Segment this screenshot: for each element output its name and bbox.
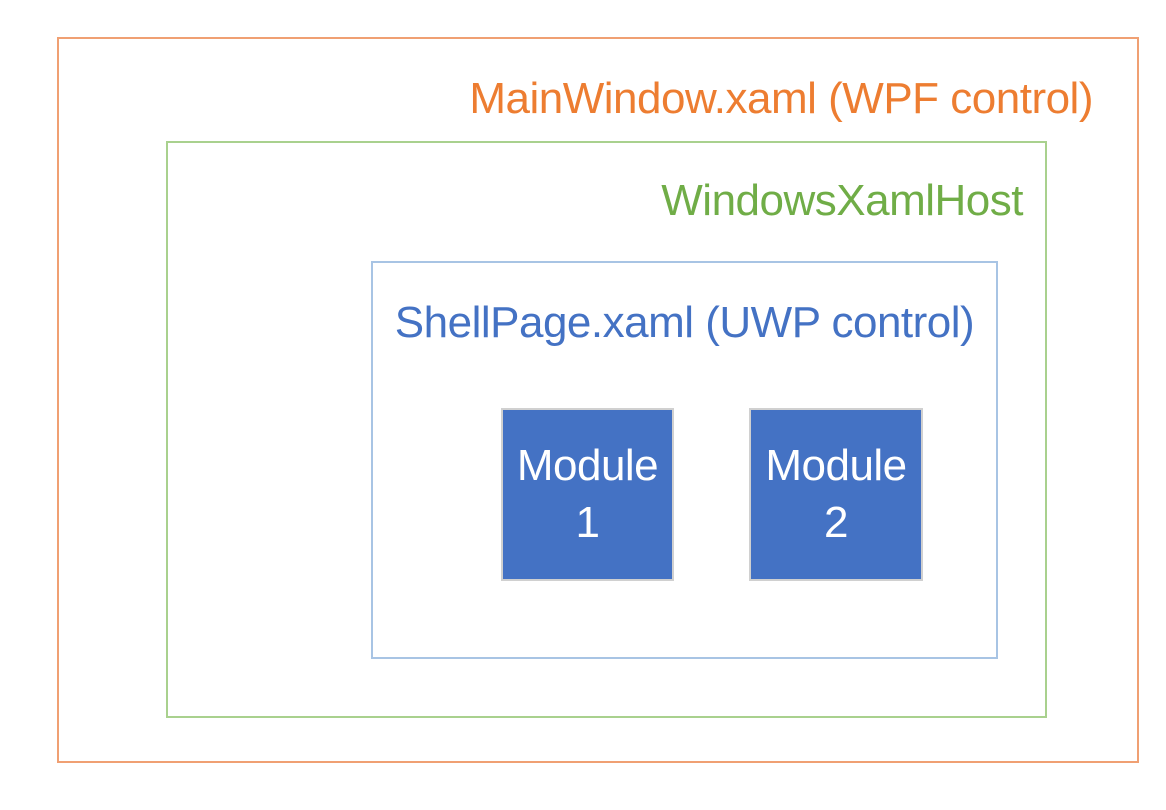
module-2-label-line2: 2 xyxy=(824,497,848,547)
module-1-label-line1: Module xyxy=(516,441,659,491)
mainwindow-box: MainWindow.xaml (WPF control) WindowsXam… xyxy=(57,37,1139,763)
module-2-label-line1: Module xyxy=(765,441,907,491)
shellpage-box: ShellPage.xaml (UWP control) Module 1 Mo… xyxy=(371,261,998,659)
module-2-box: Module 2 xyxy=(749,408,923,581)
mainwindow-label: MainWindow.xaml (WPF control) xyxy=(469,74,1093,123)
module-1-box: Module 1 xyxy=(501,408,674,581)
windowsxamlhost-box: WindowsXamlHost ShellPage.xaml (UWP cont… xyxy=(166,141,1047,718)
shellpage-label: ShellPage.xaml (UWP control) xyxy=(394,298,975,347)
module-1-label-line2: 1 xyxy=(575,497,600,547)
windowsxamlhost-label: WindowsXamlHost xyxy=(661,176,1023,225)
